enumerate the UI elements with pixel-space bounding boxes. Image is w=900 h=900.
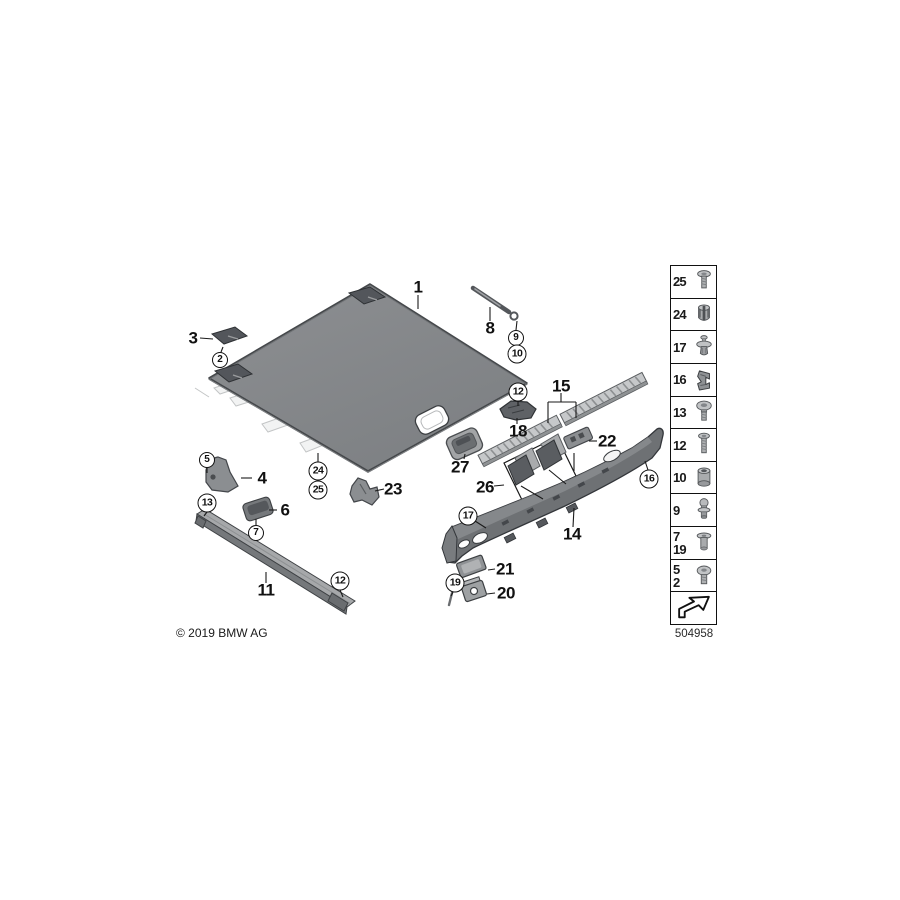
fastener-row-10: 10 bbox=[671, 462, 716, 495]
callout-circle-25: 25 bbox=[308, 480, 328, 500]
callout-8: 8 bbox=[485, 318, 495, 338]
fastener-number: 19 bbox=[673, 541, 687, 557]
callout-4: 4 bbox=[257, 468, 267, 488]
ball-pin-icon bbox=[697, 498, 711, 520]
fastener-row-16: 16 bbox=[671, 364, 716, 397]
machine-screw-icon bbox=[698, 432, 710, 454]
fastener-row-24: 24 bbox=[671, 299, 716, 332]
hinge-bracket-part-18 bbox=[499, 395, 537, 421]
copyright-notice: © 2019 BMW AG bbox=[176, 626, 268, 640]
fastener-number: 2 bbox=[673, 574, 680, 590]
callout-21: 21 bbox=[496, 559, 514, 579]
bracket-part-23 bbox=[349, 477, 380, 506]
fastener-number: 7 bbox=[673, 528, 680, 544]
fastener-row-25: 25 bbox=[671, 266, 716, 299]
fastener-row-9: 9 bbox=[671, 494, 716, 528]
blind-rivet-icon bbox=[696, 532, 712, 551]
sill-rail-part-11 bbox=[194, 508, 356, 615]
fastener-number: 13 bbox=[673, 404, 687, 420]
callout-circle-10: 10 bbox=[507, 344, 527, 364]
leader-lines bbox=[199, 295, 649, 598]
callout-11: 11 bbox=[257, 580, 275, 600]
callout-circle-16: 16 bbox=[639, 469, 659, 489]
callout-circle-13: 13 bbox=[197, 493, 217, 513]
floor-panel-part-1 bbox=[208, 283, 528, 473]
sill-strip-part-15a bbox=[477, 414, 563, 468]
fastener-number: 16 bbox=[673, 372, 687, 388]
callout-18: 18 bbox=[509, 421, 527, 441]
callout-circle-17: 17 bbox=[458, 506, 478, 526]
fastener-row-13: 13 bbox=[671, 397, 716, 430]
sill-trim-part-14 bbox=[441, 427, 664, 564]
fastener-number: 24 bbox=[673, 306, 687, 322]
pan-head-screw-icon bbox=[696, 401, 712, 422]
callout-circle-12b: 12 bbox=[330, 571, 350, 591]
handle-cover-part-27 bbox=[445, 427, 484, 461]
fastener-number: 5 bbox=[673, 561, 680, 577]
callout-22: 22 bbox=[598, 431, 616, 451]
callout-circle-7: 7 bbox=[248, 525, 264, 541]
gas-strut-part-8 bbox=[470, 285, 519, 321]
fastener-row-7-19: 7 19 bbox=[671, 527, 716, 560]
callout-circle-2: 2 bbox=[212, 352, 228, 368]
retainer-part-22 bbox=[563, 426, 594, 450]
fastener-number: 12 bbox=[673, 437, 687, 453]
callout-3: 3 bbox=[188, 328, 198, 348]
callout-23: 23 bbox=[384, 479, 402, 499]
sleeve-nut-icon bbox=[697, 467, 711, 487]
sill-strip-part-15b bbox=[559, 371, 649, 427]
fastener-row-arrow bbox=[671, 592, 716, 624]
callout-20: 20 bbox=[497, 583, 515, 603]
expansion-rivet-icon bbox=[698, 304, 710, 322]
callout-circle-5: 5 bbox=[199, 452, 215, 468]
fastener-number: 25 bbox=[673, 274, 687, 290]
fastener-reference-table: 25 24 17 bbox=[670, 265, 717, 625]
plate-part-21 bbox=[456, 554, 487, 579]
fastener-number: 10 bbox=[673, 470, 687, 486]
cover-cap-part-6 bbox=[242, 496, 274, 522]
direction-arrow-icon bbox=[677, 596, 710, 619]
callout-27: 27 bbox=[451, 457, 469, 477]
push-rivet-icon bbox=[696, 335, 712, 356]
callout-14: 14 bbox=[563, 524, 581, 544]
fastener-row-5-2: 5 2 bbox=[671, 560, 716, 593]
flat-head-screw-icon bbox=[697, 269, 711, 289]
fastener-number: 9 bbox=[673, 502, 680, 518]
fastener-row-17: 17 bbox=[671, 331, 716, 364]
callout-15: 15 bbox=[552, 376, 570, 396]
handle-cutout bbox=[414, 405, 450, 435]
bracket-part-20 bbox=[460, 576, 488, 603]
round-head-screw-icon bbox=[696, 565, 712, 584]
corner-cap-part-3 bbox=[210, 326, 249, 345]
flap-kit-part-26 bbox=[503, 433, 577, 503]
callout-1: 1 bbox=[413, 277, 423, 297]
clamp-clip-icon bbox=[697, 370, 710, 391]
callout-circle-19: 19 bbox=[445, 573, 465, 593]
callout-circle-24: 24 bbox=[308, 461, 328, 481]
callout-26: 26 bbox=[476, 477, 494, 497]
callout-6: 6 bbox=[280, 500, 290, 520]
diagram-code: 504958 bbox=[674, 628, 714, 640]
fastener-row-12: 12 bbox=[671, 429, 716, 462]
callout-circle-12a: 12 bbox=[508, 382, 528, 402]
fastener-number: 17 bbox=[673, 339, 687, 355]
